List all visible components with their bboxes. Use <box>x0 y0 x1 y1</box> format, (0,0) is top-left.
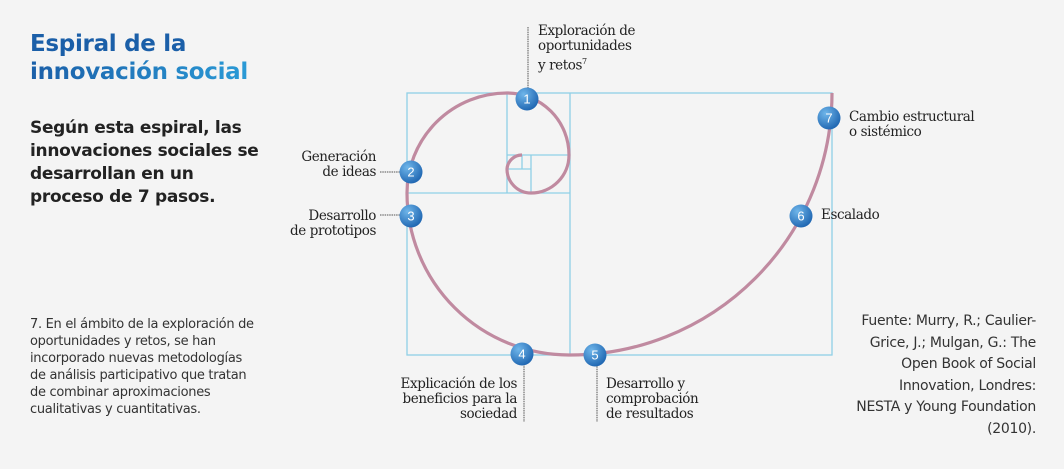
step-4-marker: 4 <box>510 342 534 366</box>
step-marker-circle <box>399 204 423 228</box>
step-number: 6 <box>797 209 804 224</box>
title-line-1: Espiral de la <box>30 31 187 57</box>
step-7-marker: 7 <box>817 106 841 130</box>
step-5-marker: 5 <box>583 343 607 367</box>
footnote-ref: 7 <box>582 57 587 66</box>
step-4-line: beneficios para la <box>402 391 517 407</box>
step-7-line: Cambio estructural <box>849 109 975 125</box>
step-7-line: o sistémico <box>849 124 922 140</box>
step-1-label: Exploración de oportunidades y retos7 <box>538 24 635 74</box>
step-3-marker: 3 <box>399 204 423 228</box>
step-1-line: y retos <box>538 57 583 74</box>
step-number: 4 <box>518 347 525 362</box>
step-6-label: Escalado <box>821 207 880 223</box>
step-3-line: de prototipos <box>290 223 376 239</box>
step-2-marker: 2 <box>399 160 423 184</box>
step-number: 7 <box>825 111 832 126</box>
page-title: Espiral de la innovación social <box>30 30 248 86</box>
step-1-line: Exploración de <box>538 23 636 39</box>
step-marker-circle <box>583 343 607 367</box>
step-number: 2 <box>407 165 414 180</box>
step-4-line: Explicación de los <box>400 376 518 392</box>
source-citation: Fuente: Murry, R.; Caulier-Grice, J.; Mu… <box>856 313 1036 437</box>
step-7-label: Cambio estructural o sistémico <box>849 109 975 140</box>
title-line-2: innovación social <box>30 59 248 85</box>
step-4-line: sociedad <box>459 406 517 422</box>
step-5-line: Desarrollo y <box>606 376 685 392</box>
step-marker-circle <box>817 106 841 130</box>
spiral-curve <box>405 91 834 357</box>
step-3-label: Desarrollo de prototipos <box>290 209 376 239</box>
footnote: 7. En el ámbito de la exploración de opo… <box>30 317 254 417</box>
step-marker-circle <box>789 204 813 228</box>
step-4-label: Explicación de los beneficios para la so… <box>400 376 518 422</box>
intro-text: Según esta espiral, las innovaciones soc… <box>30 118 259 207</box>
golden-rectangle-grid <box>406 92 833 356</box>
step-marker-circle <box>510 342 534 366</box>
step-5-line: comprobación <box>606 391 699 407</box>
step-marker-circle <box>399 160 423 184</box>
step-1-marker: 1 <box>515 87 539 111</box>
step-3-line: Desarrollo <box>308 208 376 224</box>
step-2-line: de ideas <box>322 164 376 180</box>
step-2-label: Generación de ideas <box>301 150 376 180</box>
step-5-line: de resultados <box>606 406 694 422</box>
step-6-line: Escalado <box>821 207 880 223</box>
step-2-line: Generación <box>301 149 376 165</box>
step-marker-circle <box>515 87 539 111</box>
step-number: 5 <box>591 348 598 363</box>
step-number: 1 <box>523 92 530 107</box>
step-6-marker: 6 <box>789 204 813 228</box>
step-number: 3 <box>407 209 414 224</box>
step-1-line: oportunidades <box>538 38 632 54</box>
leader-lines <box>380 27 598 422</box>
step-5-label: Desarrollo y comprobación de resultados <box>606 376 699 422</box>
